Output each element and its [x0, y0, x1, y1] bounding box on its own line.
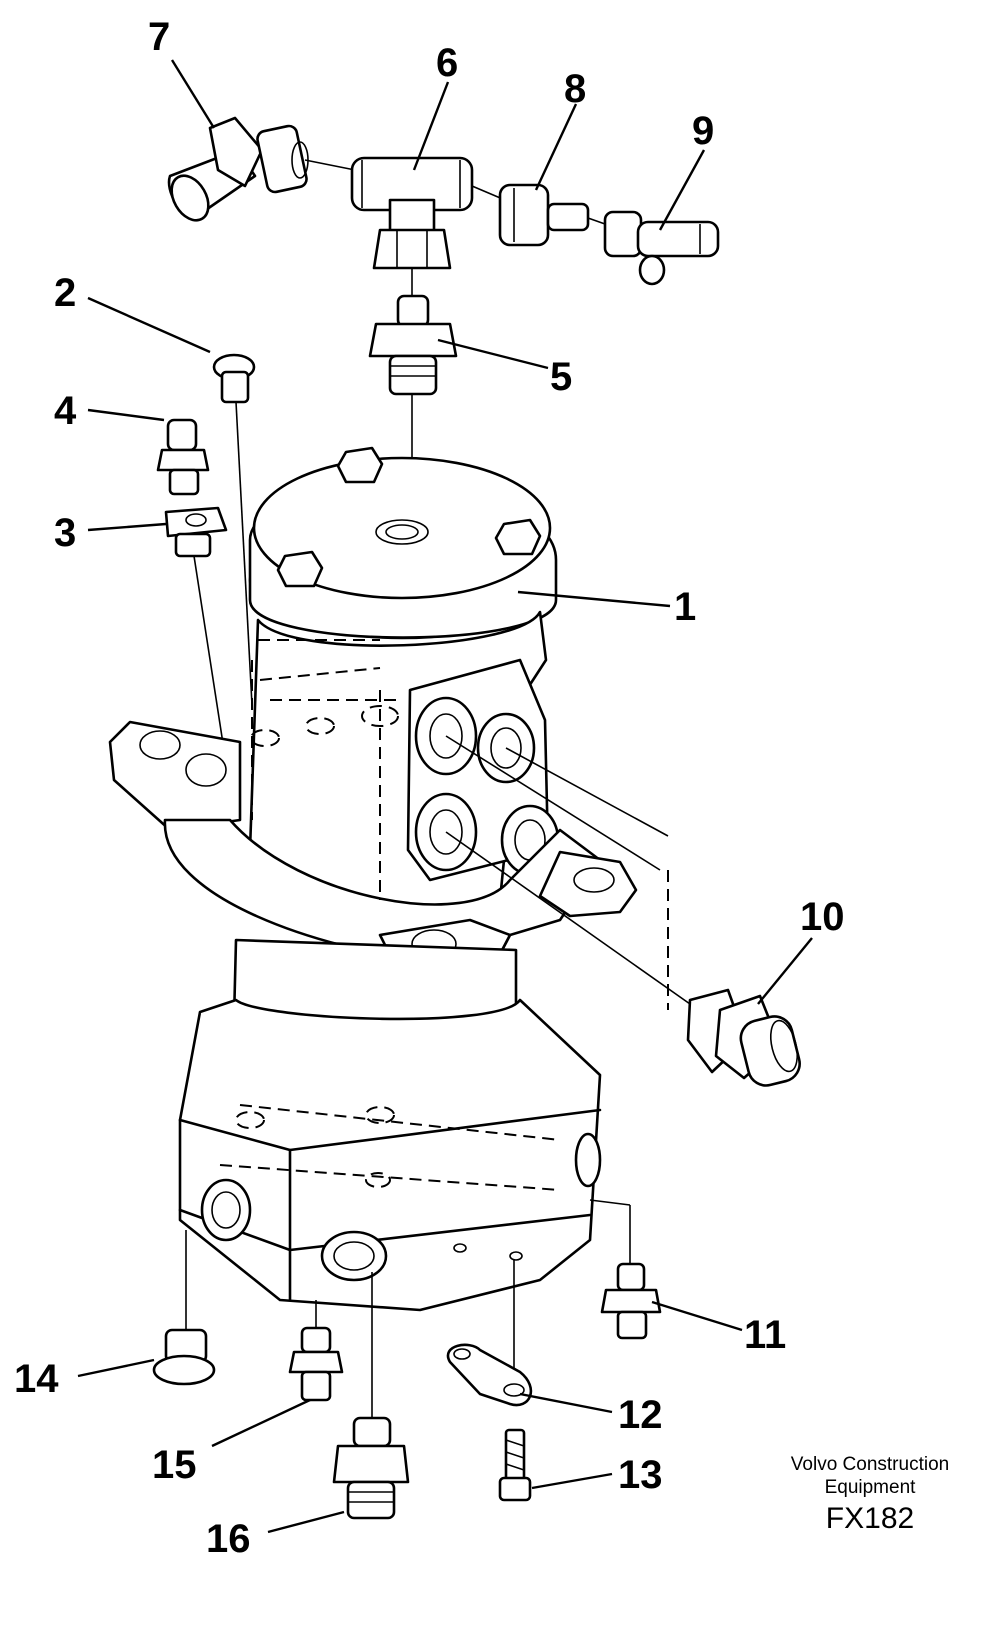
cap-bolt	[494, 518, 542, 556]
lower-housing	[178, 938, 602, 1312]
part-6-tee-fitting	[350, 156, 474, 270]
callout-2: 2	[54, 271, 76, 315]
callout-16: 16	[206, 1517, 251, 1561]
callout-3: 3	[54, 511, 76, 555]
caption-equipment: Equipment	[824, 1477, 916, 1498]
callout-9: 9	[692, 109, 714, 153]
cap-bolt	[336, 446, 384, 484]
part-2-plug	[212, 353, 256, 404]
part-12-clamp	[446, 1343, 533, 1407]
cap-bolt	[276, 550, 324, 588]
callout-14: 14	[14, 1357, 59, 1401]
part-3-reducer	[164, 506, 228, 558]
part-5-adapter	[368, 294, 458, 396]
caption-brand: Volvo Construction	[790, 1454, 950, 1475]
part-9-tee-fitting	[603, 210, 720, 286]
callout-1: 1	[674, 585, 696, 629]
part-16-adapter	[332, 1416, 410, 1520]
part-7-elbow-fitting	[167, 116, 309, 222]
callout-13: 13	[618, 1453, 663, 1497]
part-13-screw	[498, 1428, 532, 1502]
callout-15: 15	[152, 1443, 197, 1487]
callout-10: 10	[800, 895, 845, 939]
callout-labels: 7 6 8 9 2 5 4 3 1 10 11 12 13 14 15 16	[14, 15, 845, 1561]
part-10-adapter	[686, 988, 801, 1087]
callout-4: 4	[54, 389, 77, 433]
part-8-nut-fitting	[498, 183, 590, 247]
part-11-fitting	[600, 1262, 662, 1340]
part-14-plug	[152, 1328, 216, 1386]
callout-5: 5	[550, 355, 572, 399]
callout-6: 6	[436, 41, 458, 85]
figure-code: FX182	[825, 1502, 915, 1535]
part-15-fitting	[288, 1326, 344, 1402]
part-4-fitting	[156, 418, 210, 496]
callout-leaders	[77, 59, 813, 1534]
callout-11: 11	[744, 1313, 786, 1357]
callout-7: 7	[148, 15, 170, 59]
callout-8: 8	[564, 67, 586, 111]
callout-12: 12	[618, 1393, 663, 1437]
